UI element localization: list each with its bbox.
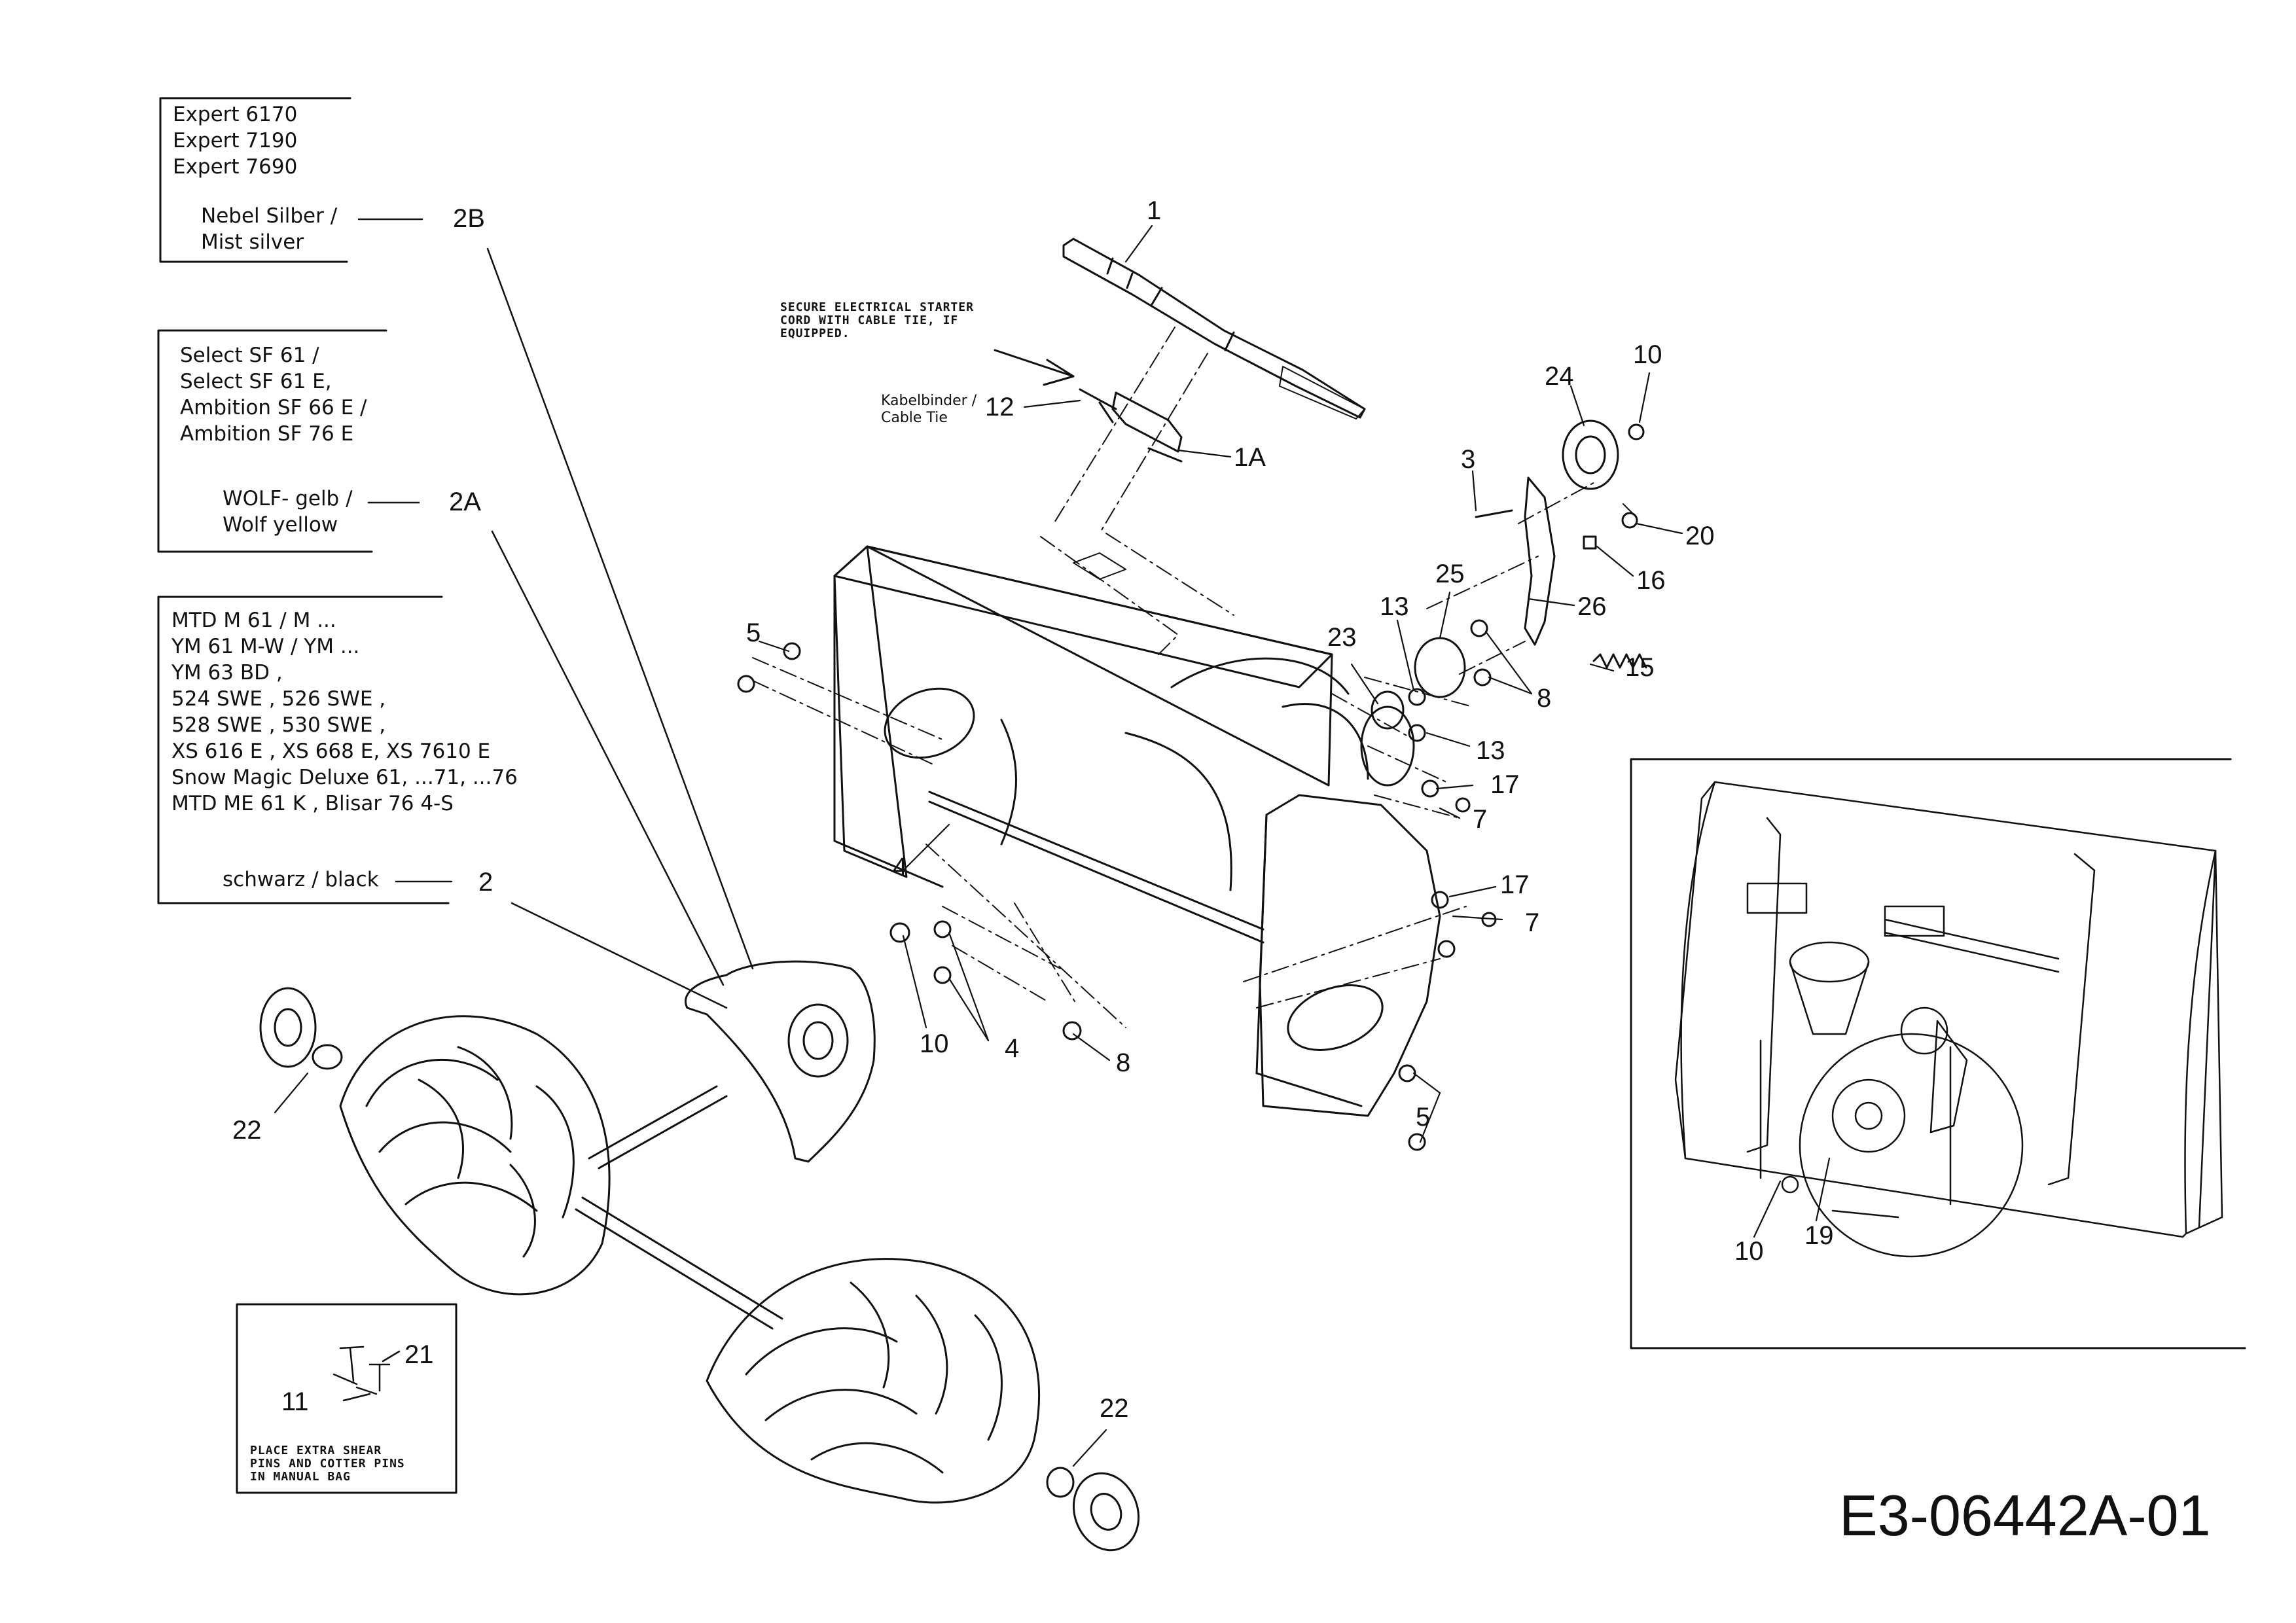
model-line: Ambition SF 76 E xyxy=(180,422,354,446)
model-line: YM 63 BD , xyxy=(171,661,283,685)
callout-23: 23 xyxy=(1327,623,1357,652)
color-line: Wolf yellow xyxy=(223,513,338,537)
color-line: Mist silver xyxy=(201,230,304,254)
callout-2: 2 xyxy=(478,868,493,897)
callout-26: 26 xyxy=(1577,592,1607,621)
auger-housing xyxy=(833,545,1441,1117)
model-line: YM 61 M-W / YM ... xyxy=(171,635,360,658)
color-line: Nebel Silber / xyxy=(201,204,338,228)
model-line: Expert 7190 xyxy=(173,129,298,152)
callout-10: 10 xyxy=(1734,1237,1764,1266)
model-line: Snow Magic Deluxe 61, ...71, ...76 xyxy=(171,766,518,789)
callout-17: 17 xyxy=(1500,870,1530,899)
callout-11: 11 xyxy=(281,1387,309,1416)
impeller-shaft xyxy=(1062,238,1366,419)
callout-1a: 1A xyxy=(1234,443,1266,472)
starter-cord-note: SECURE ELECTRICAL STARTER CORD WITH CABL… xyxy=(780,301,974,340)
starter-arrow-head xyxy=(1043,359,1075,386)
cable-tie-label: Kabelbinder / Cable Tie xyxy=(881,393,977,427)
callout-22: 22 xyxy=(1100,1394,1129,1423)
color-line: WOLF- gelb / xyxy=(223,487,353,510)
model-line: 528 SWE , 530 SWE , xyxy=(171,713,386,737)
callout-25: 25 xyxy=(1435,560,1465,588)
model-line: MTD M 61 / M ... xyxy=(171,609,336,632)
callout-21: 21 xyxy=(404,1340,434,1369)
callout-20: 20 xyxy=(1685,522,1715,550)
shear-pins xyxy=(332,1346,401,1402)
note-line: EQUIPPED. xyxy=(780,327,850,340)
callout-5: 5 xyxy=(746,618,761,647)
callout-2b: 2B xyxy=(453,204,485,233)
model-line: Select SF 61 / xyxy=(180,344,319,367)
callout-4: 4 xyxy=(1005,1034,1020,1063)
auger-shaft xyxy=(575,1085,783,1330)
left-auger xyxy=(339,1015,611,1296)
callout-15: 15 xyxy=(1625,653,1655,682)
legend-frames xyxy=(157,97,450,904)
callout-24: 24 xyxy=(1545,362,1574,391)
right-auger xyxy=(706,1258,1040,1504)
callout-8: 8 xyxy=(1116,1048,1131,1077)
legend-box-expert: Expert 6170 Expert 7190 Expert 7690 xyxy=(173,101,369,180)
model-line: 524 SWE , 526 SWE , xyxy=(171,687,386,711)
callout-12: 12 xyxy=(985,393,1014,421)
note-line: PINS AND COTTER PINS xyxy=(250,1457,405,1471)
callout-22: 22 xyxy=(232,1116,262,1145)
model-line: XS 616 E , XS 668 E, XS 7610 E xyxy=(171,740,491,763)
cable-tie-clip xyxy=(1079,388,1183,463)
legend-box-select: Select SF 61 / Select SF 61 E, Ambition … xyxy=(180,342,389,447)
small-hardware xyxy=(737,642,1426,1151)
starter-arrow xyxy=(994,349,1075,378)
callout-5: 5 xyxy=(1416,1103,1431,1132)
shear-pin-note: PLACE EXTRA SHEAR PINS AND COTTER PINS I… xyxy=(250,1444,405,1484)
note-line: IN MANUAL BAG xyxy=(250,1470,351,1484)
callout-2a: 2A xyxy=(449,488,481,516)
callout-8: 8 xyxy=(1537,684,1552,713)
model-line: Expert 6170 xyxy=(173,103,298,126)
callout-13: 13 xyxy=(1476,736,1505,765)
legend-box-mtd: MTD M 61 / M ... YM 61 M-W / YM ... YM 6… xyxy=(171,607,518,817)
callout-17: 17 xyxy=(1490,770,1520,799)
inset-view xyxy=(1674,781,2223,1258)
gearbox xyxy=(685,960,876,1163)
shear-pin-box xyxy=(236,1303,457,1494)
model-line: Select SF 61 E, xyxy=(180,370,332,393)
callout-3: 3 xyxy=(1461,445,1476,474)
model-line: MTD ME 61 K , Blisar 76 4-S xyxy=(171,792,454,815)
color-label-mist-silver: Nebel Silber / Mist silver xyxy=(201,203,358,255)
model-line: Ambition SF 66 E / xyxy=(180,396,367,419)
note-line: Cable Tie xyxy=(881,410,948,426)
note-line: Kabelbinder / xyxy=(881,393,977,409)
callout-4: 4 xyxy=(893,853,908,882)
callout-leaders xyxy=(274,224,1831,1467)
note-line: CORD WITH CABLE TIE, IF xyxy=(780,313,959,327)
callout-10: 10 xyxy=(920,1029,949,1058)
callout-1: 1 xyxy=(1147,196,1162,225)
callout-16: 16 xyxy=(1636,566,1666,595)
color-label-black: schwarz / black xyxy=(223,866,393,893)
end-caps xyxy=(259,987,1140,1552)
color-line: schwarz / black xyxy=(223,868,379,891)
drawing-code: E3-06442A-01 xyxy=(1839,1483,2211,1548)
callout-13: 13 xyxy=(1380,592,1409,621)
model-line: Expert 7690 xyxy=(173,155,298,179)
callout-7: 7 xyxy=(1473,805,1488,834)
color-label-wolf-yellow: WOLF- gelb / Wolf yellow xyxy=(223,486,380,538)
note-line: SECURE ELECTRICAL STARTER xyxy=(780,300,974,314)
inset-frame xyxy=(1630,758,2246,1349)
callout-10: 10 xyxy=(1633,340,1662,369)
note-line: PLACE EXTRA SHEAR xyxy=(250,1444,382,1457)
callout-19: 19 xyxy=(1804,1221,1834,1250)
assembly-lines xyxy=(752,327,1637,1028)
callout-7: 7 xyxy=(1525,908,1540,937)
